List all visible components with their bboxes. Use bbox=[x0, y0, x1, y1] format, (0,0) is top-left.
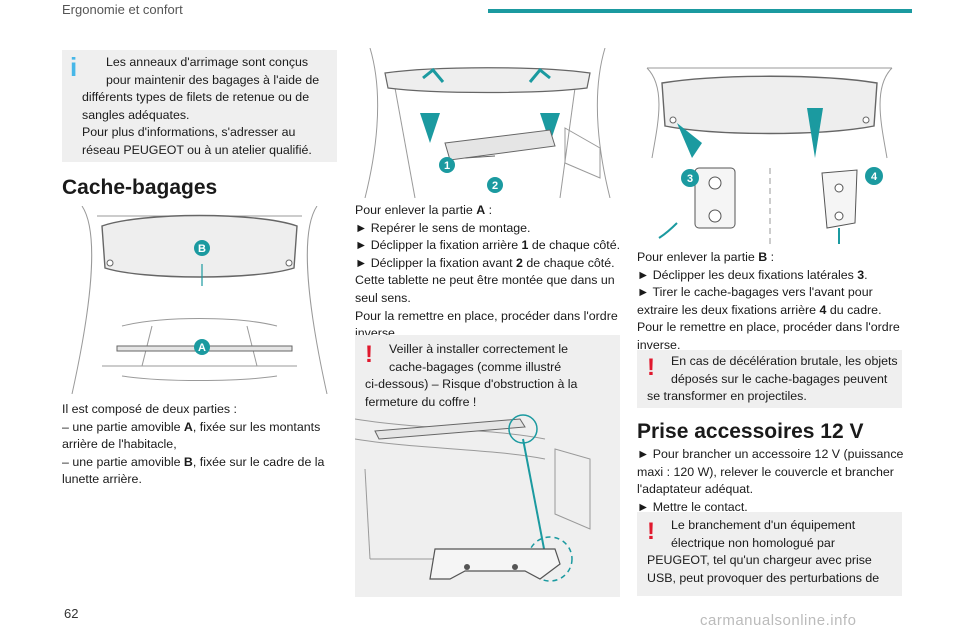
accessory-text: ► Pour brancher un accessoire 12 V (puis… bbox=[637, 447, 904, 514]
warning-icon: ! bbox=[647, 518, 655, 545]
info-line: pour maintenir des bagages à l'aide de bbox=[106, 72, 320, 87]
callout-a bbox=[194, 339, 210, 355]
info-line: Les anneaux d'arrimage sont conçus bbox=[106, 55, 309, 69]
info-line: sangles adéquates. bbox=[82, 107, 190, 122]
section-heading-cache-bagages: Cache-bagages bbox=[62, 176, 218, 199]
info-line: réseau PEUGEOT ou à un atelier qualifié. bbox=[82, 142, 312, 157]
figure-removal-a: 1 2 bbox=[355, 48, 620, 198]
warning-icon: ! bbox=[647, 354, 655, 381]
removal-b-illustration: 3 4 bbox=[646, 67, 893, 246]
callout-4 bbox=[865, 167, 883, 185]
callout-1-label: 1 bbox=[444, 160, 450, 172]
callout-4-label: 4 bbox=[871, 171, 878, 183]
figure-luggage-cover: B A bbox=[62, 206, 337, 394]
watermark: carmanualsonline.info bbox=[700, 612, 857, 629]
warning-note-usb: ! Le branchement d'un équipement électri… bbox=[637, 512, 902, 596]
callout-2-label: 2 bbox=[492, 180, 498, 192]
callout-b bbox=[194, 240, 210, 256]
callout-3-label: 3 bbox=[687, 173, 693, 185]
warning-note-installation: ! Veiller à installer correctement le ca… bbox=[355, 335, 620, 597]
callout-a-label: A bbox=[198, 342, 206, 354]
luggage-cover-illustration: B A bbox=[71, 206, 328, 394]
info-icon: i bbox=[70, 52, 78, 82]
removal-a-text: Pour enlever la partie A : ► Repérer le … bbox=[355, 203, 621, 341]
section-heading-prise-accessoires: Prise accessoires 12 V bbox=[637, 420, 864, 443]
warning-note-deceleration: ! En cas de décélération brutale, les ob… bbox=[637, 350, 902, 408]
installation-illustration bbox=[355, 414, 591, 582]
callout-1 bbox=[439, 157, 455, 173]
page-number: 62 bbox=[64, 606, 79, 621]
callout-2 bbox=[487, 177, 503, 193]
warning-icon: ! bbox=[365, 341, 373, 368]
info-note: i Les anneaux d'arrimage sont conçus pou… bbox=[62, 50, 337, 162]
figure-correct-installation bbox=[355, 409, 620, 597]
removal-a-illustration: 1 2 bbox=[364, 48, 611, 198]
composition-text: Il est composé de deux parties : – une p… bbox=[62, 402, 325, 487]
callout-b-label: B bbox=[198, 243, 206, 255]
figure-removal-b: 3 4 bbox=[637, 48, 902, 246]
removal-b-text: Pour enlever la partie B : ► Déclipper l… bbox=[637, 250, 900, 352]
info-line: Pour plus d'informations, s'adresser au bbox=[82, 125, 296, 140]
info-line: différents types de filets de retenue ou… bbox=[82, 90, 310, 105]
header-rule bbox=[488, 9, 912, 13]
callout-3 bbox=[681, 169, 699, 187]
running-header: Ergonomie et confort bbox=[62, 2, 183, 17]
